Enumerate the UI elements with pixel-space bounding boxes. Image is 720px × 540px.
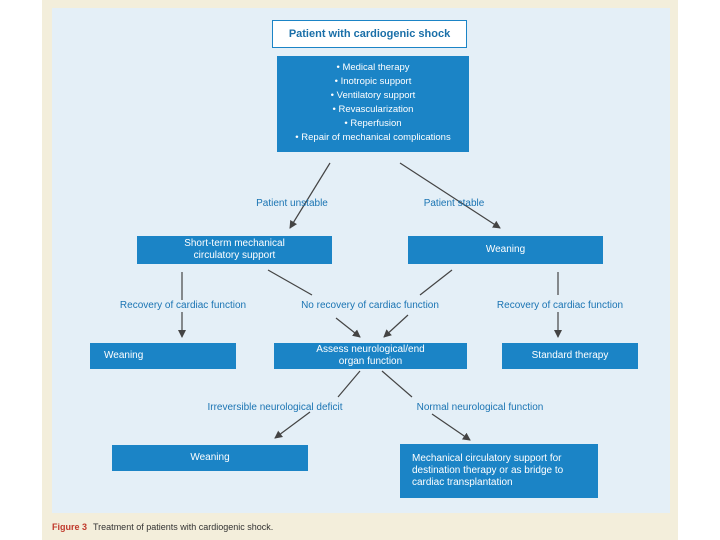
- node-mcs-destination-therapy: Mechanical circulatory support for desti…: [400, 444, 598, 498]
- node-weaning-right: Weaning: [408, 236, 603, 264]
- node-standard-therapy: Standard therapy: [502, 343, 638, 369]
- node-mcs-destination-therapy-text: Mechanical circulatory support for desti…: [412, 453, 564, 488]
- therapy-item: • Reperfusion: [344, 118, 402, 129]
- edge-label-no-recovery: No recovery of cardiac function: [301, 300, 439, 311]
- edge-label-recovery-left: Recovery of cardiac function: [119, 300, 247, 311]
- node-assess-neurological: Assess neurological/end organ function: [274, 343, 467, 369]
- edge-label-recovery-right: Recovery of cardiac function: [496, 300, 624, 311]
- figure-caption-text: Treatment of patients with cardiogenic s…: [93, 522, 274, 532]
- figure-number: Figure 3: [52, 522, 88, 532]
- therapy-item: • Medical therapy: [336, 62, 410, 73]
- edge-label-patient-stable: Patient stable: [423, 198, 485, 209]
- edge-label-normal-function: Normal neurological function: [416, 402, 544, 413]
- node-patient-cardiogenic-shock: Patient with cardiogenic shock: [272, 20, 467, 48]
- node-short-term-mcs: Short-term mechanical circulatory suppor…: [137, 236, 332, 264]
- node-weaning-bottom: Weaning: [112, 445, 308, 471]
- node-weaning-left: Weaning: [90, 343, 236, 369]
- node-assess-neurological-text: Assess neurological/end organ function: [316, 344, 425, 367]
- figure-caption: Figure 3 Treatment of patients with cardi…: [52, 522, 273, 532]
- edge-label-irreversible-deficit: Irreversible neurological deficit: [207, 402, 343, 413]
- therapy-item: • Repair of mechanical complications: [295, 132, 451, 143]
- therapy-item: • Inotropic support: [334, 76, 412, 87]
- node-short-term-mcs-text: Short-term mechanical circulatory suppor…: [184, 238, 285, 261]
- node-initial-therapies: • Medical therapy • Inotropic support • …: [277, 56, 469, 152]
- therapy-item: • Revascularization: [332, 104, 414, 115]
- edge-label-patient-unstable: Patient unstable: [256, 198, 328, 209]
- therapy-item: • Ventilatory support: [330, 90, 416, 101]
